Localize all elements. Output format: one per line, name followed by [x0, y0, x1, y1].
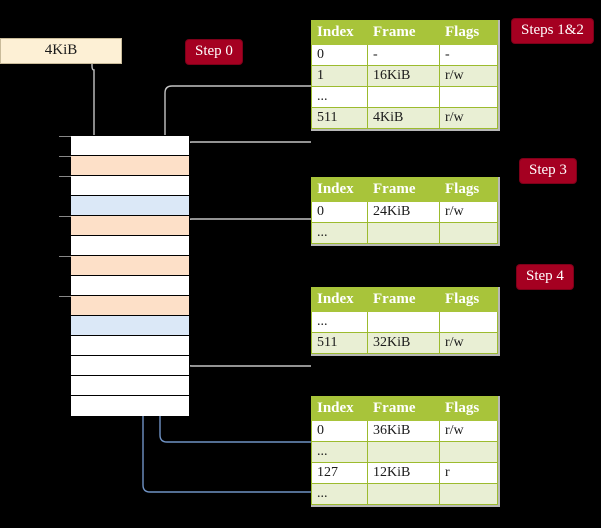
memory-frame-row — [71, 336, 189, 356]
step-badge-step-0: Step 0 — [186, 40, 242, 64]
memory-frame-row — [71, 376, 189, 396]
memory-frame-row — [59, 176, 189, 196]
cell-flags — [439, 311, 498, 333]
memory-frame-row — [71, 356, 189, 376]
column-header-index: Index — [311, 177, 368, 202]
cell-flags: r/w — [439, 420, 498, 442]
column-header-flags: Flags — [439, 287, 498, 312]
table-row: ... — [311, 311, 498, 333]
cell-index: 0 — [311, 44, 368, 66]
column-header-frame: Frame — [367, 20, 440, 45]
cell-frame: 32KiB — [367, 332, 440, 354]
wire-step0-pagebox-to-memory — [91, 62, 101, 150]
cell-index: 511 — [311, 107, 368, 129]
memory-frame-row — [59, 256, 189, 276]
memory-frame-tick — [59, 216, 71, 217]
column-header-flags: Flags — [439, 20, 498, 45]
table-row: ... — [311, 86, 498, 108]
cell-index: 511 — [311, 332, 368, 354]
cell-index: 0 — [311, 201, 368, 223]
cell-frame — [367, 311, 440, 333]
step-badge-step-3: Step 3 — [520, 159, 576, 183]
cell-index: ... — [311, 483, 368, 505]
cell-flags — [439, 222, 498, 244]
cell-index: 1 — [311, 65, 368, 87]
memory-frame-tick — [59, 176, 71, 177]
cell-index: ... — [311, 311, 368, 333]
table-row: ... — [311, 222, 498, 244]
memory-frame-tick — [59, 296, 71, 297]
memory-frame-tick — [59, 156, 71, 157]
table-row: ... — [311, 441, 498, 463]
memory-frame-tick — [59, 136, 71, 137]
cell-frame: - — [367, 44, 440, 66]
memory-frame-row — [71, 196, 189, 216]
memory-frame-row — [71, 236, 189, 256]
cell-flags: r/w — [439, 201, 498, 223]
memory-frame-row — [59, 156, 189, 176]
memory-frame-tick — [59, 256, 71, 257]
column-header-index: Index — [311, 396, 368, 421]
cell-index: ... — [311, 86, 368, 108]
memory-frame-row — [71, 316, 189, 336]
page-box-4kib: 4KiB — [0, 38, 122, 64]
cell-index: ... — [311, 441, 368, 463]
cell-frame: 16KiB — [367, 65, 440, 87]
cell-flags — [439, 86, 498, 108]
step-badge-steps-1-2: Steps 1&2 — [512, 19, 593, 43]
memory-frame-row — [71, 396, 189, 416]
memory-frame-row — [71, 276, 189, 296]
cell-frame: 12KiB — [367, 462, 440, 484]
cell-index: ... — [311, 222, 368, 244]
cell-index: 0 — [311, 420, 368, 442]
cell-flags — [439, 441, 498, 463]
cell-frame: 36KiB — [367, 420, 440, 442]
cell-flags: - — [439, 44, 498, 66]
cell-frame — [367, 86, 440, 108]
cell-flags: r — [439, 462, 498, 484]
cell-frame: 4KiB — [367, 107, 440, 129]
column-header-flags: Flags — [439, 396, 498, 421]
cell-frame: 24KiB — [367, 201, 440, 223]
cell-frame — [367, 222, 440, 244]
page-box-label: 4KiB — [44, 42, 78, 58]
column-header-flags: Flags — [439, 177, 498, 202]
cell-frame — [367, 483, 440, 505]
cell-flags: r/w — [439, 107, 498, 129]
memory-frame-row — [59, 296, 189, 316]
column-header-frame: Frame — [367, 177, 440, 202]
cell-flags — [439, 483, 498, 505]
memory-frame-row — [59, 216, 189, 236]
table-row: 0-- — [311, 44, 498, 66]
physical-memory-column — [59, 135, 190, 416]
cell-frame — [367, 441, 440, 463]
cell-flags: r/w — [439, 332, 498, 354]
column-header-frame: Frame — [367, 287, 440, 312]
step-badge-step-4: Step 4 — [517, 265, 573, 289]
table-row: ... — [311, 483, 498, 505]
wire-level0-row511-to-memory — [184, 141, 311, 153]
cell-index: 127 — [311, 462, 368, 484]
column-header-frame: Frame — [367, 396, 440, 421]
wire-level1-row0-to-memory — [184, 218, 311, 252]
cell-flags: r/w — [439, 65, 498, 87]
column-header-index: Index — [311, 20, 368, 45]
memory-frame-row — [59, 136, 189, 156]
column-header-index: Index — [311, 287, 368, 312]
wire-level2-row511-to-memory — [177, 308, 311, 367]
